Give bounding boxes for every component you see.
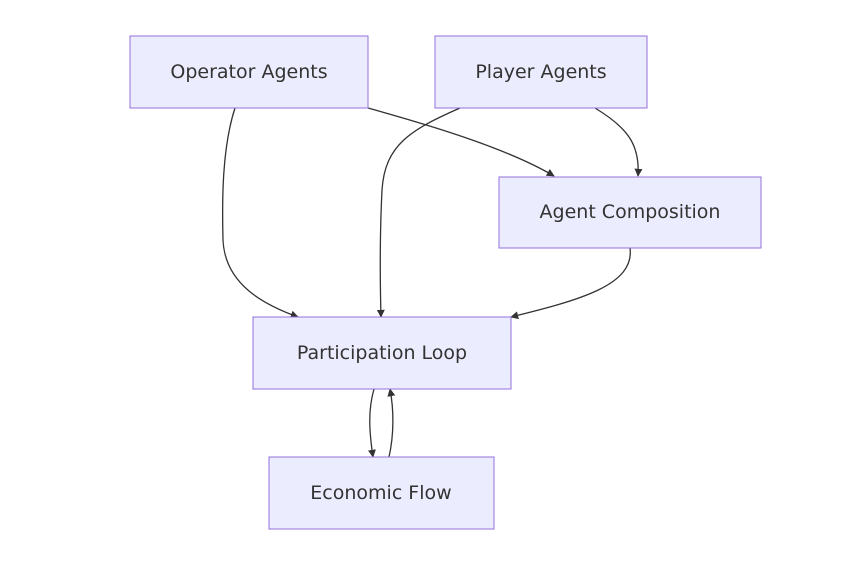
edge-player-to-participation: [376, 107, 461, 318]
node-economic-flow-label: Economic Flow: [310, 482, 451, 504]
node-participation-loop-label: Participation Loop: [297, 342, 467, 364]
edge-operator-to-participation: [221, 107, 299, 319]
edge-economic-to-participation: [387, 388, 396, 458]
node-player-agents-box: [434, 35, 648, 109]
node-agent-composition-box: [498, 176, 762, 249]
node-economic-flow[interactable]: Economic Flow: [268, 456, 495, 530]
edge-participation-to-economic: [367, 388, 376, 458]
edge-player-to-composition: [594, 107, 643, 177]
node-economic-flow-box: [268, 456, 495, 530]
node-participation-loop[interactable]: Participation Loop: [252, 316, 512, 390]
edges: [221, 107, 643, 458]
node-participation-loop-box: [252, 316, 512, 390]
node-player-agents[interactable]: Player Agents: [434, 35, 648, 109]
node-operator-agents-label: Operator Agents: [170, 61, 327, 83]
node-player-agents-label: Player Agents: [475, 61, 606, 83]
edge-composition-to-participation: [510, 247, 631, 320]
node-operator-agents-box: [129, 35, 369, 109]
node-agent-composition-label: Agent Composition: [540, 201, 721, 223]
edge-operator-to-composition: [367, 107, 555, 177]
node-operator-agents[interactable]: Operator Agents: [129, 35, 369, 109]
node-agent-composition[interactable]: Agent Composition: [498, 176, 762, 249]
